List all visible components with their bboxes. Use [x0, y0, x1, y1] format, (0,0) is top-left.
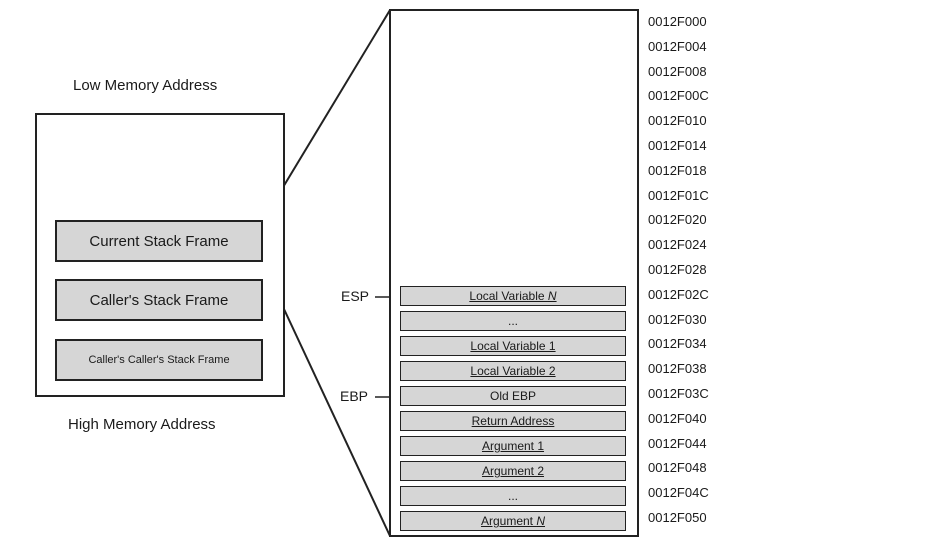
current-stack-frame: Current Stack Frame — [55, 220, 263, 262]
memory-address: 0012F038 — [648, 361, 707, 377]
stack-overview-box: Current Stack Frame Caller's Stack Frame… — [35, 113, 285, 397]
esp-register-label: ESP — [341, 288, 370, 304]
callers-callers-stack-frame: Caller's Caller's Stack Frame — [55, 339, 263, 381]
stack-cell-local-variable-1: Local Variable 1 — [400, 336, 626, 356]
memory-address: 0012F024 — [648, 237, 707, 253]
memory-address: 0012F000 — [648, 14, 707, 29]
memory-address: 0012F01C — [648, 187, 709, 203]
memory-address: 0012F018 — [648, 162, 707, 178]
stack-cell-return-address: Return Address — [400, 411, 626, 431]
memory-address: 0012F040 — [648, 410, 707, 426]
memory-address: 0012F044 — [648, 435, 707, 451]
memory-address: 0012F04C — [648, 485, 709, 501]
memory-address: 0012F050 — [648, 510, 707, 525]
memory-address: 0012F004 — [648, 38, 707, 54]
stack-frame-detail: Local Variable N ... Local Variable 1 Lo… — [389, 9, 639, 537]
memory-address: 0012F00C — [648, 88, 709, 104]
stack-cell-argument-1: Argument 1 — [400, 436, 626, 456]
stack-cell-ellipsis: ... — [400, 486, 626, 506]
memory-address: 0012F030 — [648, 311, 707, 327]
stack-cell-ellipsis: ... — [400, 311, 626, 331]
stack-cell-local-variable-2: Local Variable 2 — [400, 361, 626, 381]
high-memory-label: High Memory Address — [68, 416, 216, 433]
memory-address: 0012F034 — [648, 336, 707, 352]
low-memory-label: Low Memory Address — [73, 77, 218, 94]
memory-address: 0012F014 — [648, 138, 707, 153]
memory-address: 0012F03C — [648, 386, 709, 401]
memory-address: 0012F028 — [648, 262, 707, 277]
memory-address: 0012F048 — [648, 460, 707, 476]
memory-address: 0012F008 — [648, 63, 707, 79]
stack-cell-argument-n: Argument N — [400, 511, 626, 531]
memory-address: 0012F02C — [648, 286, 709, 302]
memory-address: 0012F020 — [648, 212, 707, 228]
memory-address: 0012F010 — [648, 113, 707, 129]
callers-stack-frame: Caller's Stack Frame — [55, 279, 263, 321]
stack-cell-argument-2: Argument 2 — [400, 461, 626, 481]
stack-cell-old-ebp: Old EBP — [400, 386, 626, 406]
stack-cell-local-variable-n: Local Variable N — [400, 286, 626, 306]
ebp-register-label: EBP — [340, 388, 369, 404]
